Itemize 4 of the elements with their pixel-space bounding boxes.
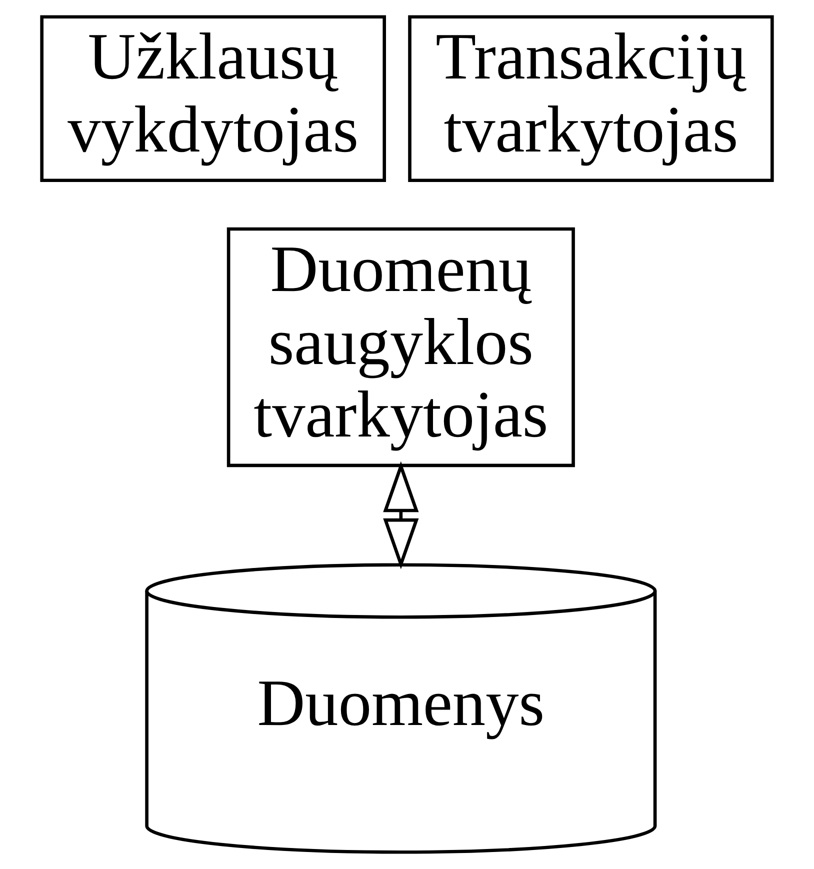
node-box: Užklausų vykdytojas (40, 15, 386, 182)
arrow (383, 461, 419, 570)
node-box: Duomenų saugyklos tvarkytojas (226, 227, 575, 468)
node-box: Transakcijų tvarkytojas (408, 15, 774, 182)
